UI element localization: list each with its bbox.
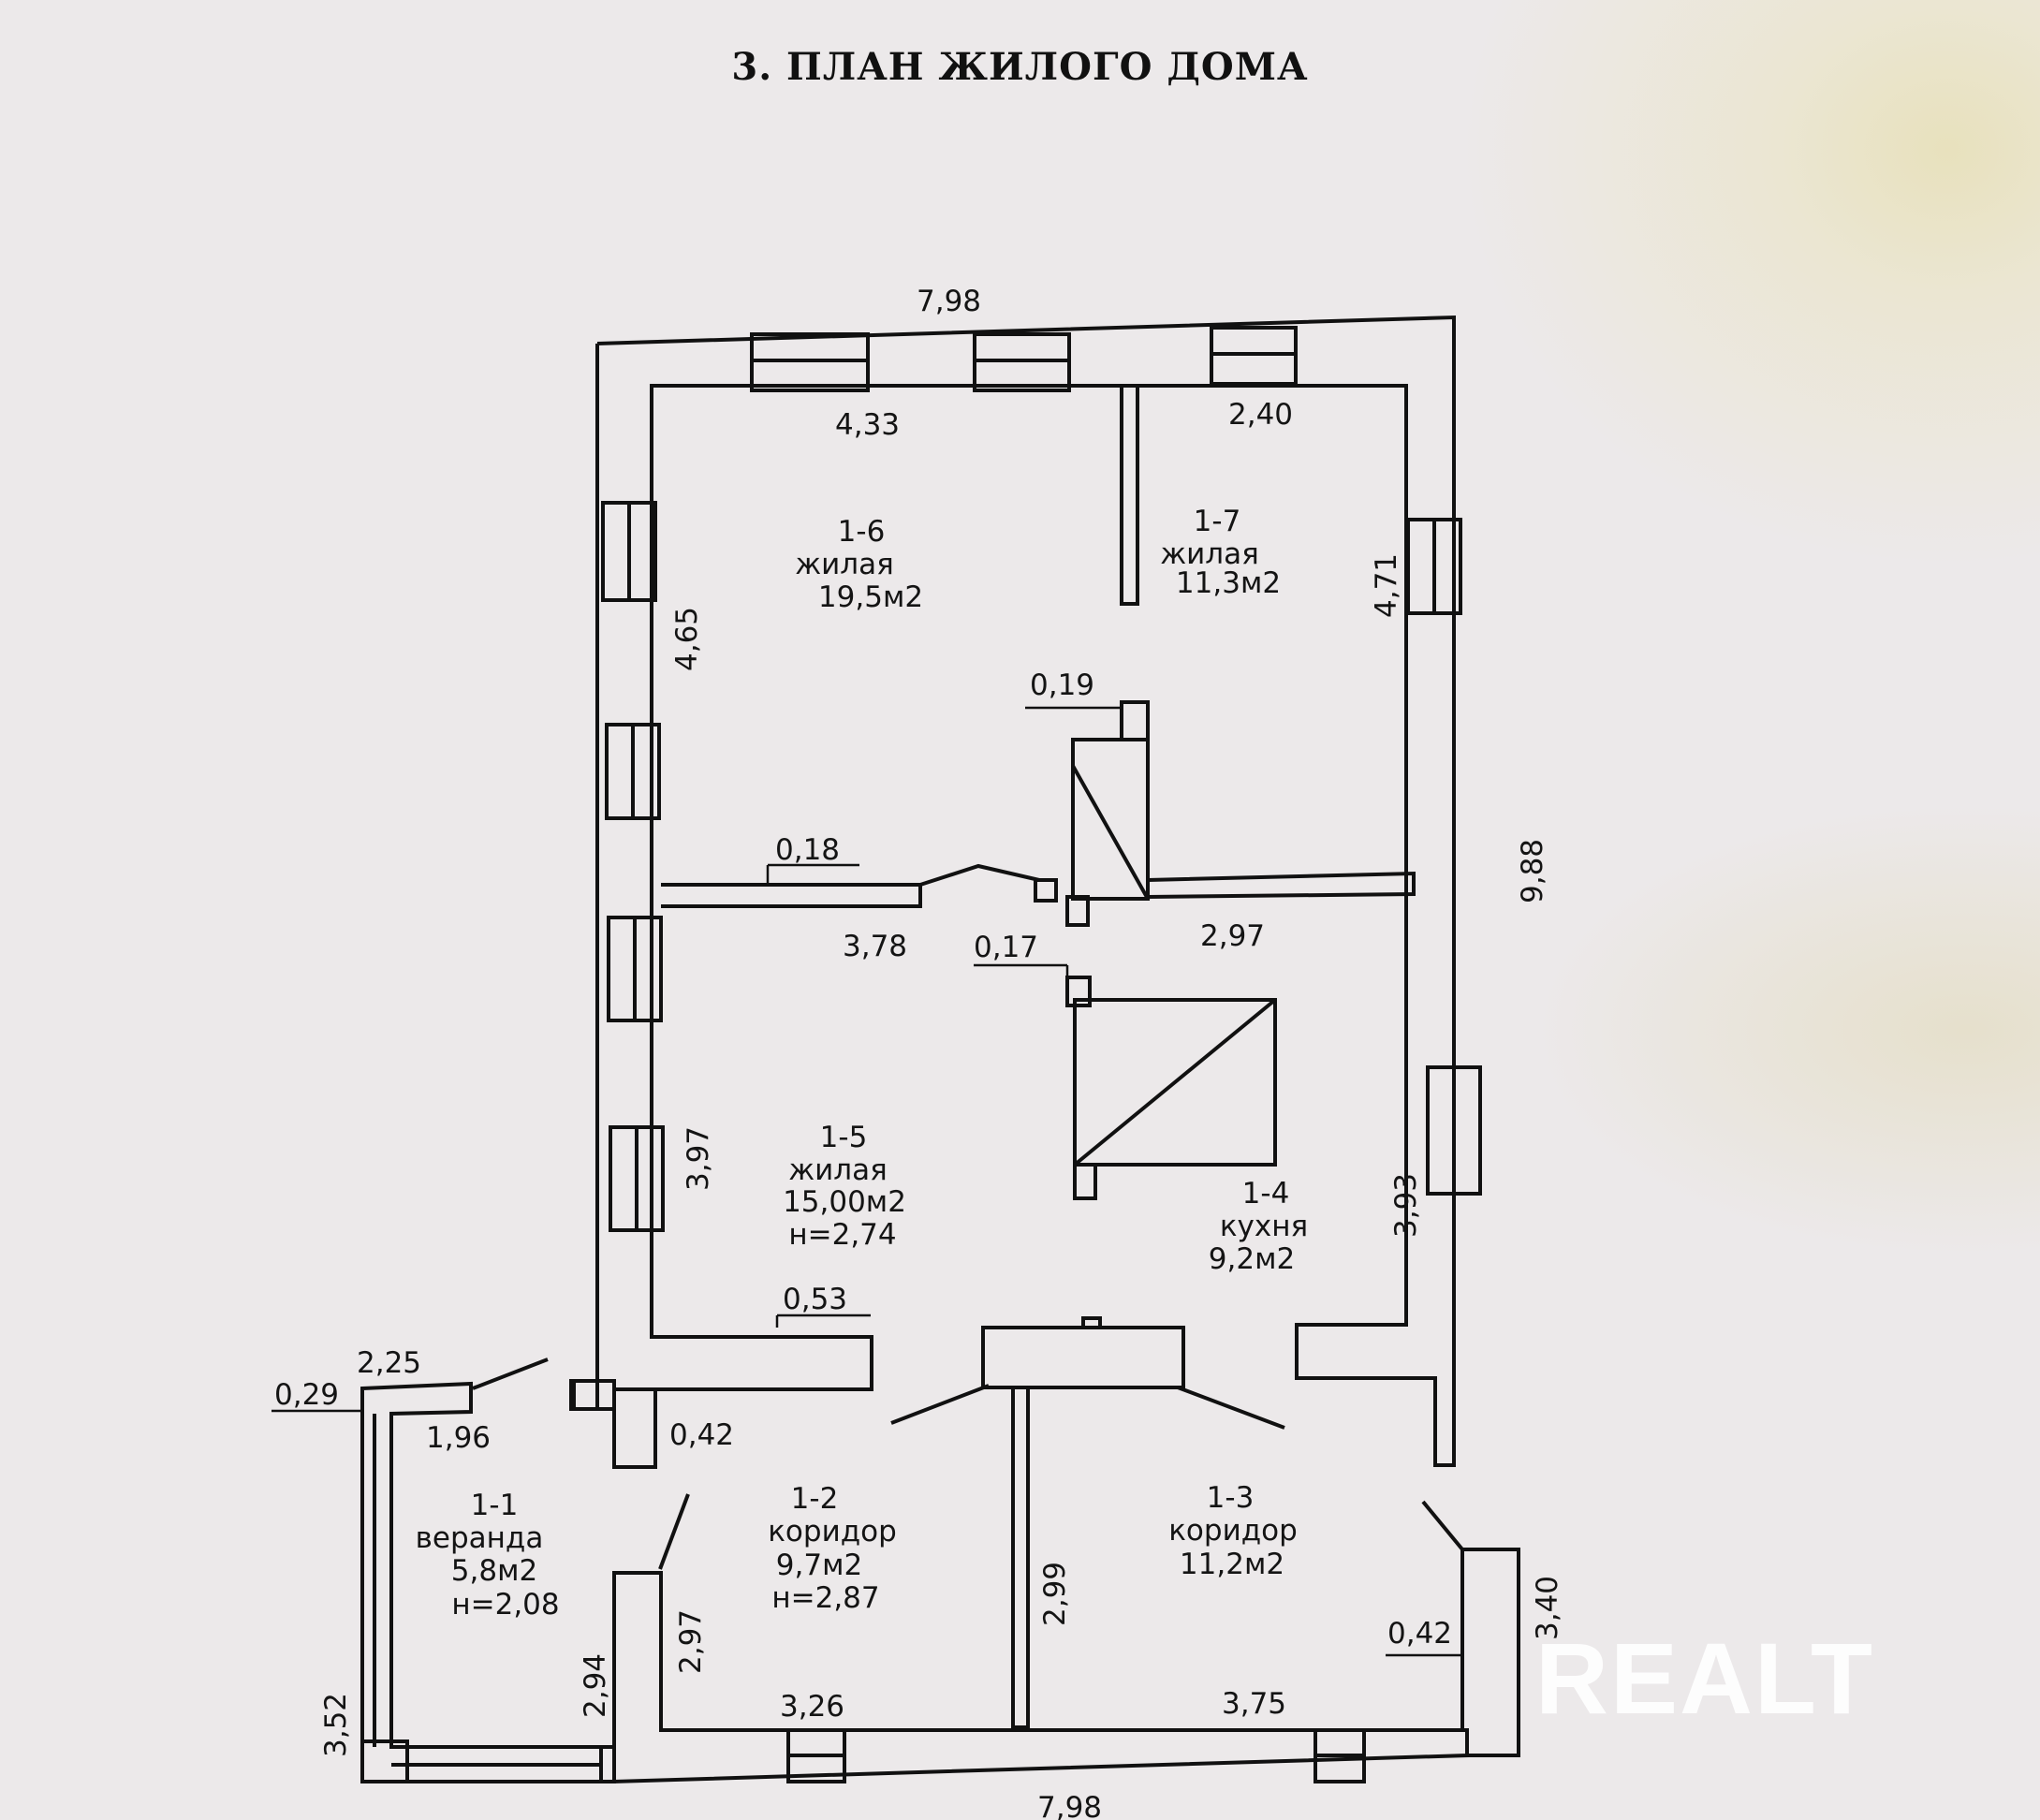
room-1-1-area: 5,8м2 [451, 1554, 537, 1588]
dim-bottom-total: 7,98 [1037, 1791, 1102, 1820]
outer-wall [596, 315, 1456, 1469]
room-1-1-number: 1-1 [471, 1489, 519, 1522]
stove-upper [1071, 738, 1150, 901]
dim-corridor12-height: 2,97 [674, 1609, 708, 1674]
room-1-3-area: 11,2м2 [1180, 1548, 1284, 1581]
dim-corridor13-width: 3,75 [1222, 1687, 1286, 1721]
room-1-3-type: коридор [1168, 1514, 1298, 1548]
dim-room17-height: 4,71 [1370, 553, 1403, 618]
room-1-2-height: н=2,87 [771, 1581, 879, 1615]
partition-mid-right [1147, 871, 1416, 899]
dim-room14-width: 2,97 [1200, 919, 1265, 953]
room-1-2-type: коридор [768, 1515, 897, 1548]
room-1-7-number: 1-7 [1194, 505, 1241, 538]
room-1-7-area: 11,3м2 [1176, 566, 1281, 600]
room-1-4-number: 1-4 [1242, 1177, 1290, 1211]
right-lower-wall [1460, 1548, 1520, 1757]
room-1-6-number: 1-6 [838, 515, 886, 549]
dim-room14-height: 3,93 [1389, 1173, 1423, 1238]
dim-veranda-wall: 0,29 [274, 1378, 339, 1412]
room-1-6-type: жилая [795, 548, 894, 581]
realt-watermark-logo: REALT [1535, 1622, 1874, 1735]
room-1-5-area: 15,00м2 [783, 1185, 906, 1219]
dim-veranda-height: 3,52 [319, 1693, 353, 1757]
partition-12-13 [1011, 1386, 1030, 1729]
room-1-4-area: 9,2м2 [1209, 1242, 1295, 1276]
dim-corridor12-width: 3,26 [780, 1690, 844, 1724]
dim-room15-width: 3,78 [843, 930, 907, 963]
dim-room16-width: 4,33 [835, 408, 900, 442]
plan-title: 3. ПЛАН ЖИЛОГО ДОМА [731, 45, 1309, 89]
dim-veranda-inner: 1,96 [426, 1421, 491, 1455]
stove-upper-cap [1120, 700, 1150, 741]
partition-stub-2 [1065, 895, 1090, 927]
dim-room16-height: 4,65 [670, 607, 704, 671]
dim-wall-018: 0,18 [775, 833, 840, 867]
room-1-5-height: н=2,74 [788, 1218, 896, 1252]
dim-room15-height: 3,97 [682, 1126, 715, 1191]
dim-wall-053: 0,53 [783, 1283, 847, 1316]
partition-16-17 [1120, 386, 1139, 606]
dim-wall-042-right: 0,42 [1387, 1617, 1452, 1651]
stove-lower [1073, 998, 1277, 1167]
room-1-1-height: н=2,08 [451, 1588, 559, 1622]
veranda-corner [360, 1739, 409, 1783]
room-1-6-area: 19,5м2 [818, 580, 923, 614]
dim-corridor13-right: 3,40 [1531, 1576, 1564, 1640]
dim-wall-017: 0,17 [974, 931, 1038, 964]
wall-stub-left [569, 1379, 616, 1411]
room-1-5-type: жилая [788, 1153, 888, 1187]
dim-wall-019: 0,19 [1030, 668, 1094, 702]
wall-segment-center [981, 1326, 1185, 1389]
stove-lower-foot [1073, 1163, 1097, 1200]
room-1-3-number: 1-3 [1207, 1481, 1255, 1515]
room-1-1-type: веранда [416, 1521, 544, 1555]
stove-lower-cap [1065, 976, 1092, 1007]
partition-mid-left [661, 883, 922, 908]
room-1-4-type: кухня [1220, 1210, 1308, 1243]
dim-right-total: 9,88 [1516, 839, 1549, 903]
room-1-5-number: 1-5 [820, 1121, 868, 1154]
wall-segment-left [612, 1387, 657, 1469]
dim-room17-width: 2,40 [1228, 398, 1293, 432]
door-arc-mid [919, 863, 1040, 887]
room-1-2-area: 9,7м2 [776, 1548, 862, 1582]
dim-top-total: 7,98 [917, 285, 981, 318]
room-1-7-type: жилая [1160, 537, 1259, 571]
wall-segment-center-cap [1081, 1316, 1102, 1329]
dim-wall-042-left: 0,42 [669, 1418, 734, 1452]
room-1-2-number: 1-2 [791, 1482, 839, 1516]
dim-corridor13-height: 2,99 [1038, 1562, 1072, 1626]
dim-veranda-top: 2,25 [357, 1346, 421, 1380]
partition-stub [1034, 878, 1058, 903]
veranda-wall [360, 1381, 603, 1783]
dim-veranda-right: 2,94 [579, 1653, 612, 1718]
veranda-stub [599, 1745, 616, 1783]
